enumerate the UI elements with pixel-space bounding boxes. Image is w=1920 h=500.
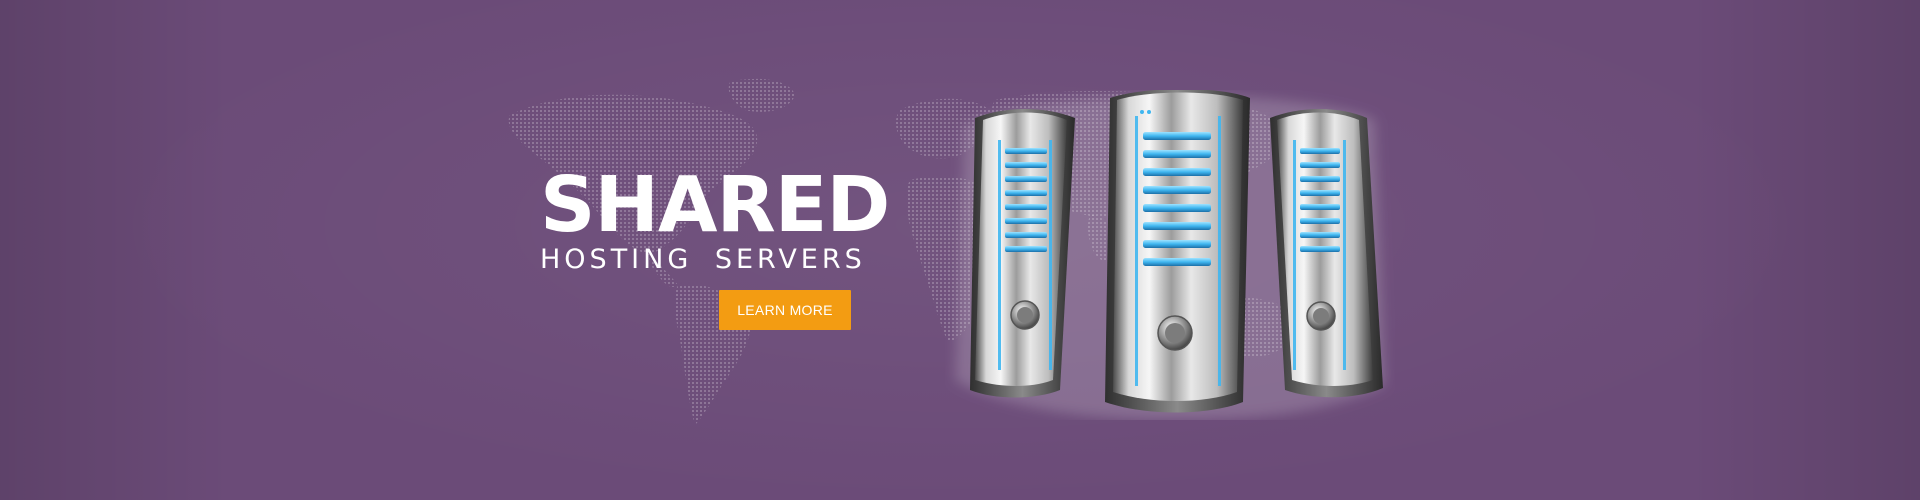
- server-right: [1270, 109, 1383, 398]
- server-center: [1105, 90, 1250, 413]
- server-left: [970, 109, 1075, 398]
- learn-more-button[interactable]: LEARN MORE: [719, 290, 851, 330]
- headline: SHARED: [540, 161, 890, 250]
- hero-text-block: SHARED HOSTING SERVERS: [540, 161, 890, 277]
- server-towers-illustration: [955, 90, 1385, 420]
- subheadline: HOSTING SERVERS: [540, 244, 866, 275]
